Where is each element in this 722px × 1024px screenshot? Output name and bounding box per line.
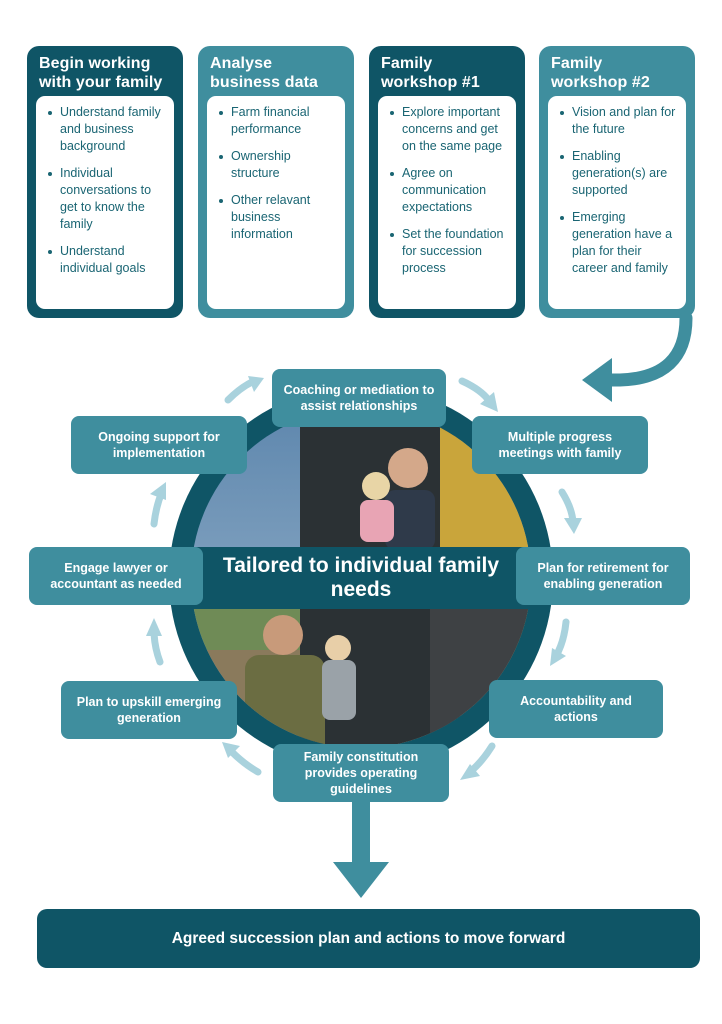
- connector-arrow-icon: [599, 311, 693, 387]
- step-item: Agree on communication expectations: [390, 165, 508, 216]
- step-card-4: Family workshop #2 Vision and plan for t…: [539, 46, 695, 318]
- step-body: Vision and plan for the future Enabling …: [548, 96, 686, 309]
- cycle-node-progress-meetings: Multiple progress meetings with family: [472, 416, 648, 474]
- cycle-node-retirement-plan: Plan for retirement for enabling generat…: [516, 547, 690, 605]
- down-arrow-icon: [333, 862, 389, 898]
- step-body: Understand family and business backgroun…: [36, 96, 174, 309]
- cycle-node-upskill: Plan to upskill emerging generation: [61, 681, 237, 739]
- step-body: Farm financial performance Ownership str…: [207, 96, 345, 309]
- connector-arrowhead-icon: [582, 358, 612, 402]
- cycle-center-label: Tailored to individual family needs: [185, 547, 537, 609]
- step-card-2: Analyse business data Farm financial per…: [198, 46, 354, 318]
- step-item: Understand individual goals: [48, 243, 166, 277]
- step-item: Emerging generation have a plan for thei…: [560, 209, 678, 277]
- cycle-node-ongoing-support: Ongoing support for implementation: [71, 416, 247, 474]
- step-title: Family workshop #2: [551, 55, 650, 91]
- step-title: Analyse business data: [210, 55, 319, 91]
- step-card-3: Family workshop #1 Explore important con…: [369, 46, 525, 318]
- step-card-1: Begin working with your family Understan…: [27, 46, 183, 318]
- step-title: Begin working with your family: [39, 55, 163, 91]
- step-item: Individual conversations to get to know …: [48, 165, 166, 233]
- step-item: Explore important concerns and get on th…: [390, 104, 508, 155]
- down-arrow-shaft: [352, 800, 370, 866]
- cycle-node-coaching: Coaching or mediation to assist relation…: [272, 369, 446, 427]
- cycle-node-engage-lawyer: Engage lawyer or accountant as needed: [29, 547, 203, 605]
- step-item: Enabling generation(s) are supported: [560, 148, 678, 199]
- step-item: Understand family and business backgroun…: [48, 104, 166, 155]
- outcome-bar: Agreed succession plan and actions to mo…: [37, 909, 700, 968]
- step-item: Set the foundation for succession proces…: [390, 226, 508, 277]
- step-item: Ownership structure: [219, 148, 337, 182]
- cycle-node-family-constitution: Family constitution provides operating g…: [273, 744, 449, 802]
- step-body: Explore important concerns and get on th…: [378, 96, 516, 309]
- cycle-arrowheads: [146, 376, 582, 780]
- step-item: Farm financial performance: [219, 104, 337, 138]
- step-item: Other relavant business information: [219, 192, 337, 243]
- step-title: Family workshop #1: [381, 55, 480, 91]
- step-item: Vision and plan for the future: [560, 104, 678, 138]
- cycle-node-accountability: Accountability and actions: [489, 680, 663, 738]
